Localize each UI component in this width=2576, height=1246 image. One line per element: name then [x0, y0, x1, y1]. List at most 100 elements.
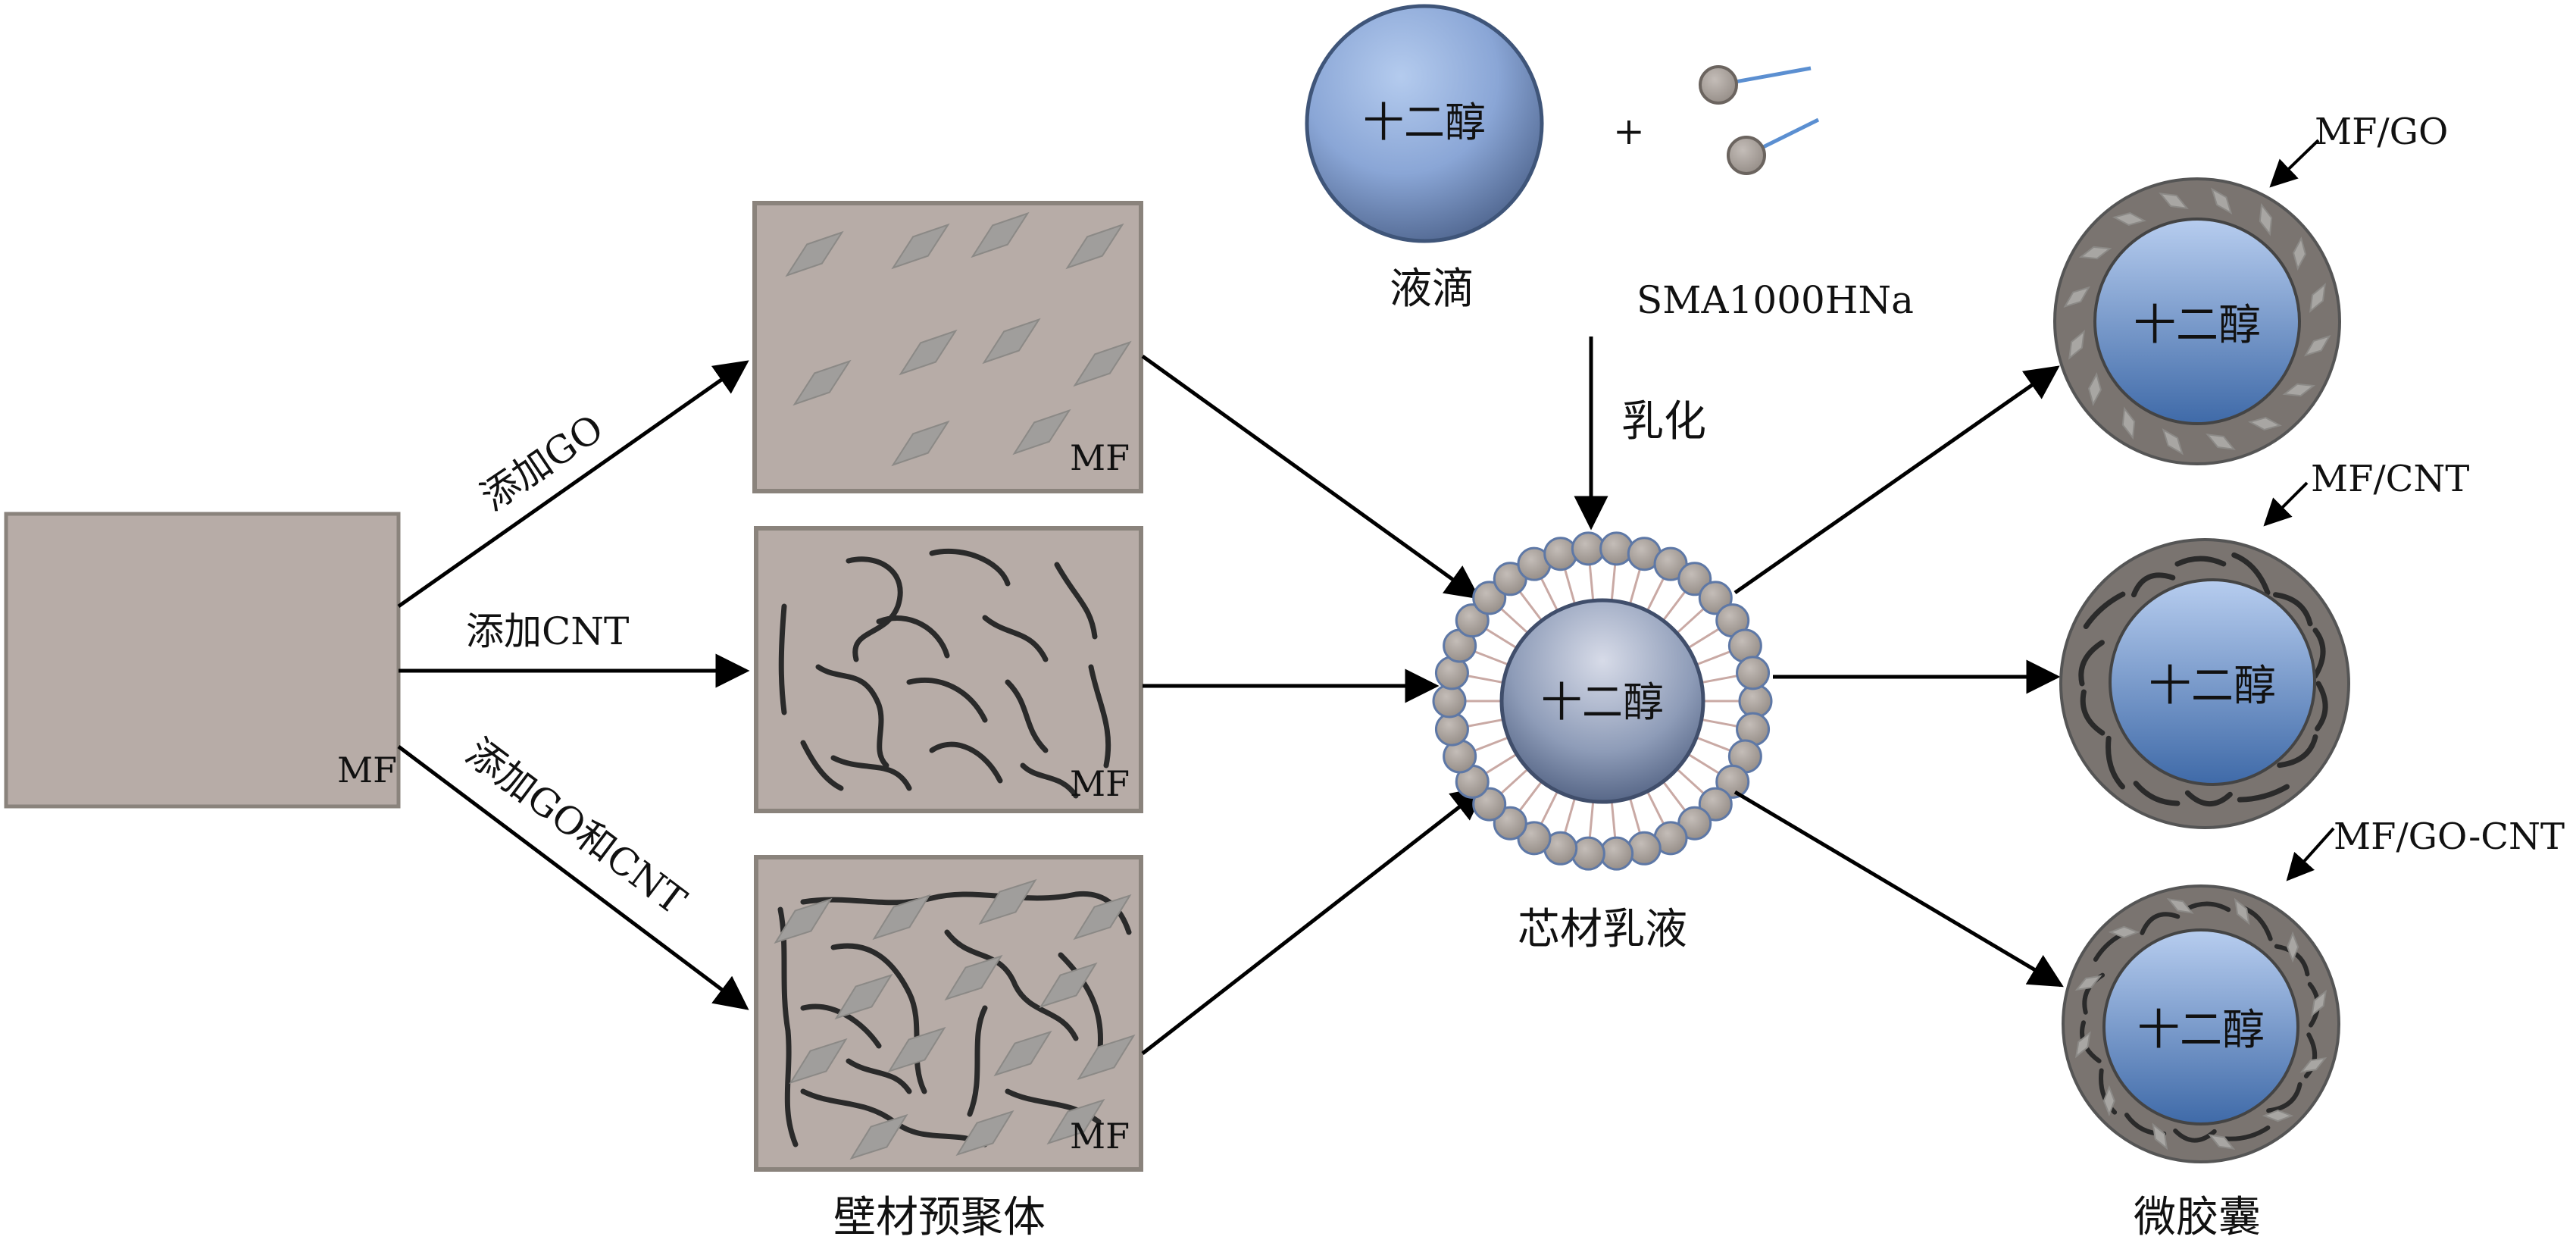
go-flake: [1012, 409, 1071, 456]
core-emulsion: 十二醇: [1432, 531, 1773, 871]
arrow-add-go-cnt: [397, 745, 749, 1010]
go-flake: [2311, 989, 2327, 1017]
cnt-fiber: [906, 677, 988, 723]
cnt-fiber: [1005, 679, 1049, 753]
emulsion-label: 芯材乳液: [1518, 905, 1687, 954]
cnt-fiber: [1088, 664, 1111, 769]
go-flake: [982, 318, 1041, 365]
go-flake: [887, 1026, 946, 1073]
go-cnt-mixture: [774, 878, 1136, 1160]
go-flake: [2166, 897, 2194, 914]
go-flake: [2309, 283, 2326, 313]
cnt-fiber: [2231, 552, 2271, 596]
surfactant-molecules: [1699, 65, 1820, 175]
go-flake: [891, 420, 950, 467]
cnt-fiber: [2303, 1032, 2318, 1079]
go-flake: [2293, 236, 2307, 271]
go-flake: [955, 1110, 1014, 1157]
capsule-mf-go: 十二醇: [2053, 177, 2341, 465]
cnt-fiber: [2083, 591, 2126, 630]
surfactant-head: [1627, 831, 1662, 866]
go-flake: [872, 894, 931, 941]
microcapsule-label: 微胶囊: [2134, 1193, 2261, 1242]
add-cnt-label: 添加CNT: [466, 609, 629, 653]
go-flake: [2102, 1085, 2115, 1117]
pointer-mf-cnt: [2263, 481, 2309, 527]
go-flake: [971, 211, 1030, 258]
surfactant-head: [1698, 581, 1733, 615]
go-flake: [978, 878, 1037, 925]
mf-cnt-label: MF: [1070, 763, 1130, 804]
capsule-go-core-label: 十二醇: [2134, 301, 2261, 350]
arrow-to-mf-go: [1733, 365, 2060, 595]
cnt-fiber: [876, 615, 950, 659]
cnt-fiber: [944, 929, 1079, 1041]
capsule-gocnt-core-label: 十二醇: [2137, 1006, 2265, 1055]
go-flake: [2304, 335, 2331, 357]
go-flake: [1039, 962, 1098, 1009]
cnt-fibers: [778, 548, 1111, 799]
go-flake: [2152, 1122, 2168, 1151]
to-capsule-arrows: [1733, 365, 2064, 988]
cnt-fiber: [2078, 640, 2105, 687]
cnt-fiber: [2277, 734, 2318, 769]
arrow-to-mf-gocnt: [1733, 790, 2064, 988]
go-flake: [993, 1030, 1052, 1077]
arrow-add-go: [397, 360, 749, 609]
cnt-fiber: [1020, 762, 1079, 799]
go-flake: [2259, 202, 2273, 236]
pointer-mf-gocnt: [2286, 827, 2335, 881]
cnt-fiber: [800, 891, 1132, 935]
go-flakes: [785, 211, 1132, 467]
cnt-fiber: [2266, 1082, 2302, 1113]
surfactant-heads: [1432, 531, 1773, 871]
surfactant-head: [1455, 603, 1490, 638]
go-flake: [1073, 894, 1132, 941]
cnt-fiber: [2273, 592, 2313, 627]
cap-go-label: MF/GO: [2315, 111, 2448, 153]
cnt-fiber: [2106, 735, 2126, 790]
surfactant-head: [1738, 684, 1773, 718]
go-flake: [2282, 383, 2316, 397]
cap-cnt-label: MF/CNT: [2311, 458, 2469, 500]
go-flake: [792, 359, 852, 406]
capsule-mf-gocnt: 十二醇: [2062, 884, 2340, 1163]
go-flake: [2234, 897, 2250, 925]
capsule-mf-cnt: 十二醇: [2059, 538, 2350, 829]
cnt-fiber: [778, 603, 787, 715]
go-flake: [1077, 1034, 1136, 1081]
cnt-fiber: [2184, 790, 2233, 807]
cnt-fiber: [1054, 562, 1098, 640]
go-flake: [2287, 931, 2299, 963]
go-flake: [891, 223, 950, 270]
cnt-fiber: [2184, 901, 2231, 913]
cap-gocnt-label: MF/GO-CNT: [2334, 816, 2565, 858]
surfactant-head: [1472, 787, 1507, 822]
surfactant-head: [1434, 712, 1469, 747]
go-flake: [2108, 925, 2140, 938]
cnt-fiber: [2080, 689, 2106, 736]
go-flake: [1065, 223, 1124, 270]
prepolymer-go-box: MF: [752, 201, 1143, 493]
cnt-fiber: [2099, 1068, 2118, 1115]
cnt-fiber: [2131, 572, 2176, 598]
emulsion-droplet: [1499, 598, 1705, 804]
emulsify-label: 乳化: [1621, 397, 1706, 446]
cnt-fiber: [2312, 628, 2326, 679]
cnt-fiber: [800, 740, 844, 791]
go-flake: [2068, 330, 2085, 360]
surfactant-head: [1571, 836, 1605, 871]
capsule-cnt-fibers: [2078, 552, 2328, 807]
surfactant-label: SMA1000HNa: [1637, 278, 1914, 322]
cnt-fiber: [2133, 781, 2181, 806]
go-flake: [2159, 193, 2189, 209]
go-flake: [2063, 286, 2090, 308]
go-flake: [2299, 1057, 2327, 1073]
surfactant-head: [1543, 537, 1578, 571]
cnt-fiber: [929, 548, 1011, 587]
go-flake: [2074, 975, 2102, 991]
cnt-fiber: [2315, 681, 2328, 731]
prepolymer-label: 壁材预聚体: [833, 1193, 1046, 1242]
